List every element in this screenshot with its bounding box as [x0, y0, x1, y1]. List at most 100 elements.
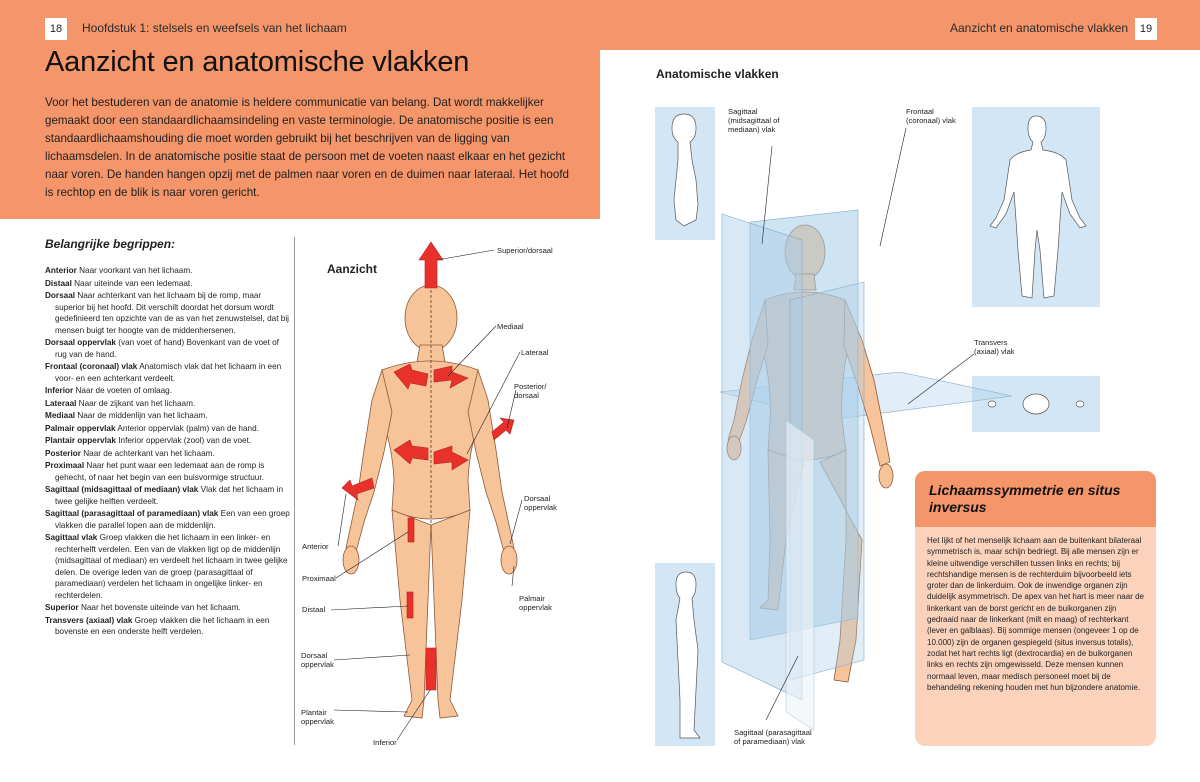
- term-name: Dorsaal oppervlak: [45, 338, 116, 347]
- term-item: Sagittaal (parasagittaal of paramediaan)…: [45, 508, 293, 531]
- arrow-anterior: [341, 477, 375, 501]
- arrow-lateral-left: [393, 439, 429, 465]
- term-definition: Naar uiteinde van een ledemaat.: [71, 278, 193, 288]
- label-sagittaal-para: Sagittaal (parasagittaal of paramediaan)…: [734, 728, 812, 746]
- symmetry-box-body: Het lijkt of het menselijk lichaam aan d…: [927, 536, 1144, 692]
- label-lateraal: Lateraal: [521, 348, 549, 357]
- term-definition: Vlak dat het lichaam in twee gelijke hel…: [55, 485, 283, 506]
- arrow-lateral-right: [433, 445, 469, 471]
- label-superior: Superior/dorsaal: [497, 246, 553, 255]
- term-name: Dorsaal: [45, 291, 76, 300]
- page-number-right: 19: [1135, 18, 1157, 40]
- term-item: Anterior Naar voorkant van het lichaam.: [45, 265, 293, 277]
- label-plantair: Plantair oppervlak: [301, 708, 334, 726]
- label-dorsaal-oppervlak: Dorsaal oppervlak: [524, 494, 557, 512]
- term-definition: Naar de achterkant van het lichaam.: [80, 448, 215, 458]
- term-name: Superior: [45, 603, 79, 612]
- term-definition: Anterior oppervlak (palm) van de hand.: [115, 423, 259, 433]
- term-definition: Naar voorkant van het lichaam.: [76, 266, 193, 275]
- figure-title-aanzicht: Aanzicht: [327, 262, 378, 276]
- label-frontaal: Frontaal (coronaal) vlak: [906, 107, 956, 125]
- term-definition: Een van een groep vlakken die parallel l…: [55, 509, 290, 530]
- header-band-right: [600, 0, 1200, 50]
- parasagittal-panel: [655, 563, 715, 746]
- term-name: Transvers (axiaal) vlak: [45, 615, 133, 625]
- term-name: Lateraal: [45, 398, 77, 408]
- term-name: Posterior: [45, 448, 81, 458]
- symmetry-box-header: Lichaamssymmetrie en situs inversus: [915, 471, 1156, 527]
- term-definition: (van voet of hand) Bovenkant van de voet…: [55, 338, 279, 359]
- term-item: Lateraal Naar de zijkant van het lichaam…: [45, 398, 293, 410]
- term-definition: Naar het punt waar een ledemaat aan de r…: [55, 461, 265, 482]
- term-name: Plantair oppervlak: [45, 436, 116, 445]
- term-name: Frontaal (coronaal) vlak: [45, 362, 138, 371]
- term-definition: Naar de middenlijn van het lichaam.: [75, 411, 208, 420]
- left-page: 18 Hoofdstuk 1: stelsels en weefsels van…: [0, 0, 600, 747]
- label-dorsaal-oppervlak-voet: Dorsaal oppervlak: [301, 651, 334, 669]
- term-definition: Naar de zijkant van het lichaam.: [76, 398, 196, 408]
- term-item: Frontaal (coronaal) vlak Anatomisch vlak…: [45, 361, 293, 384]
- term-item: Inferior Naar de voeten of omlaag.: [45, 385, 293, 397]
- plane-leader-lines: [761, 127, 975, 721]
- arrow-superior: [418, 241, 444, 289]
- label-posterior: Posterior/ dorsaal: [514, 382, 547, 400]
- label-distaal: Distaal: [302, 605, 326, 614]
- term-name: Palmair oppervlak: [45, 423, 116, 433]
- term-name: Mediaal: [45, 411, 76, 420]
- page-number-left: 18: [45, 18, 67, 40]
- term-name: Sagittaal vlak: [45, 533, 98, 542]
- label-sagittaal-mid: Sagittaal (midsagittaal of mediaan) vlak: [728, 107, 780, 134]
- label-palmair: Palmair oppervlak: [519, 594, 552, 612]
- anatomical-planes-figure: [655, 107, 1100, 746]
- running-head-left: Hoofdstuk 1: stelsels en weefsels van he…: [82, 21, 347, 35]
- term-definition: Anatomisch vlak dat het lichaam in een v…: [55, 362, 282, 383]
- term-item: Sagittaal (midsagittaal of mediaan) vlak…: [45, 484, 293, 507]
- label-transvers: Transvers (axiaal) vlak: [974, 338, 1015, 356]
- intro-paragraph: Voor het bestuderen van de anatomie is h…: [45, 96, 570, 199]
- term-item: Palmair oppervlak Anterior oppervlak (pa…: [45, 423, 293, 435]
- term-definition: Groep vlakken die het lichaam in een bov…: [55, 615, 270, 637]
- frontal-panel: [972, 107, 1100, 307]
- label-inferior: Inferior: [373, 738, 397, 747]
- running-head-right: Aanzicht en anatomische vlakken: [950, 21, 1129, 35]
- term-name: Proximaal: [45, 461, 85, 470]
- term-definition: Naar achterkant van het lichaam bij de r…: [55, 291, 289, 335]
- arrow-medial-right: [433, 365, 469, 389]
- direction-arrows: [341, 241, 515, 691]
- term-name: Distaal: [45, 278, 72, 288]
- figure-title-vlakken: Anatomische vlakken: [656, 67, 779, 81]
- term-item: Dorsaal Naar achterkant van het lichaam …: [45, 290, 293, 336]
- label-mediaal: Mediaal: [497, 322, 524, 331]
- midsagittal-plane: [749, 209, 859, 641]
- term-name: Sagittaal (parasagittaal of paramediaan)…: [45, 509, 219, 518]
- terms-heading: Belangrijke begrippen:: [45, 237, 176, 251]
- term-item: Distaal Naar uiteinde van een ledemaat.: [45, 278, 293, 290]
- term-item: Proximaal Naar het punt waar een ledemaa…: [45, 460, 293, 483]
- term-item: Transvers (axiaal) vlak Groep vlakken di…: [45, 615, 293, 638]
- term-definition: Groep vlakken die het lichaam in een lin…: [55, 533, 288, 600]
- term-name: Inferior: [45, 386, 74, 395]
- term-name: Anterior: [45, 266, 77, 275]
- symmetry-box-title: Lichaamssymmetrie en situs inversus: [929, 482, 1121, 515]
- terms-list: Anterior Naar voorkant van het lichaam.D…: [45, 265, 293, 639]
- term-item: Sagittaal vlak Groep vlakken die het lic…: [45, 532, 293, 601]
- sagittal-panel: [655, 107, 715, 240]
- column-divider: [294, 237, 295, 745]
- term-item: Dorsaal oppervlak (van voet of hand) Bov…: [45, 337, 293, 360]
- parasagittal-plane-lower: [785, 419, 815, 731]
- term-item: Superior Naar het bovenste uiteinde van …: [45, 602, 293, 614]
- term-definition: Inferior oppervlak (zool) van de voet.: [116, 436, 252, 445]
- term-item: Posterior Naar de achterkant van het lic…: [45, 448, 293, 460]
- right-page: Aanzicht en anatomische vlakken 19 Anato…: [600, 0, 1200, 782]
- transverse-panel: [972, 376, 1100, 432]
- arrow-medial-left: [393, 363, 429, 390]
- label-anterior: Anterior: [302, 542, 329, 551]
- symmetry-box: Lichaamssymmetrie en situs inversus Het …: [915, 471, 1156, 746]
- term-item: Mediaal Naar de middenlijn van het licha…: [45, 410, 293, 422]
- page-title: Aanzicht en anatomische vlakken: [45, 46, 470, 78]
- arrow-inferior: [425, 647, 437, 691]
- arrow-distal: [406, 591, 414, 619]
- term-item: Plantair oppervlak Inferior oppervlak (z…: [45, 435, 293, 447]
- arrow-posterior: [491, 417, 515, 441]
